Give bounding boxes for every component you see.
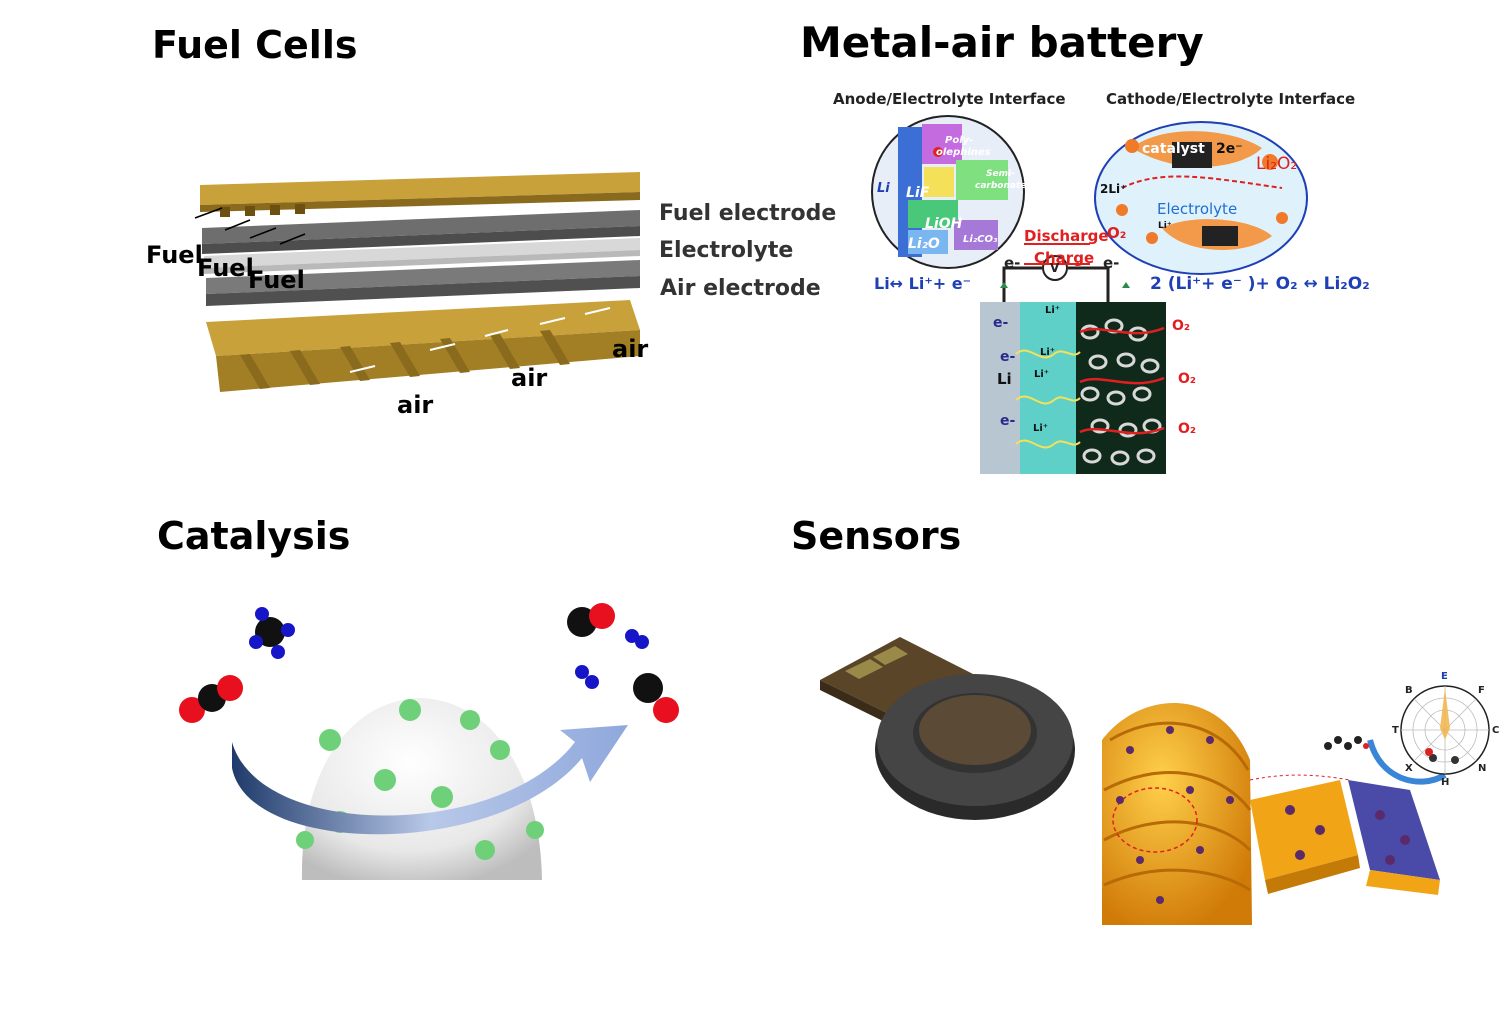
co2-molecule bbox=[179, 675, 243, 723]
anode-species-lif: LiF bbox=[906, 185, 930, 201]
compass-label-h: H bbox=[1441, 777, 1450, 788]
air-label-left: air bbox=[397, 391, 434, 419]
electrolyte-label: Electrolyte bbox=[659, 238, 794, 263]
anode-species-li2co3: Li₂CO₃ bbox=[963, 234, 998, 245]
compass-label-c: C bbox=[1492, 725, 1500, 736]
anode-species-poly: Poly- bbox=[945, 135, 974, 146]
selectivity-polar-plot bbox=[1400, 685, 1490, 775]
compass-label-n: N bbox=[1478, 763, 1487, 774]
anode-interface-heading: Anode/Electrolyte Interface bbox=[833, 90, 1066, 108]
purple-nanosheet bbox=[1348, 780, 1440, 880]
compass-label-f: F bbox=[1478, 685, 1485, 696]
anode-species-carbonates: carbonates bbox=[975, 181, 1032, 191]
sensor-device bbox=[820, 637, 1075, 820]
cell-li-ion-3: Li⁺ bbox=[1034, 369, 1050, 380]
electrolyte-layer bbox=[204, 238, 640, 268]
anode-species-li: Li bbox=[877, 181, 890, 196]
cell-electron-1: e- bbox=[993, 315, 1009, 331]
ammonia-molecule bbox=[249, 607, 295, 659]
discharge-label: Discharge bbox=[1024, 227, 1109, 245]
compass-label-t: T bbox=[1392, 725, 1399, 736]
orange-nanosheet bbox=[1250, 780, 1358, 880]
cell-o2-bottom: O₂ bbox=[1178, 421, 1197, 437]
anode-circuit-electron: e- bbox=[1004, 254, 1021, 272]
cell-li-ion-4: Li⁺ bbox=[1033, 423, 1049, 434]
n2-molecule-bottom bbox=[575, 665, 599, 689]
catalysis-title: Catalysis bbox=[157, 514, 351, 558]
anode-species-olephines: olephines bbox=[936, 147, 991, 158]
catalysis-illustration bbox=[179, 603, 679, 880]
fuel-label-1: Fuel bbox=[146, 241, 203, 269]
reaction-arrow bbox=[232, 725, 628, 835]
nanosphere bbox=[1102, 702, 1252, 925]
cathode-circuit-electron: e- bbox=[1103, 254, 1120, 272]
air-label-middle: air bbox=[511, 364, 548, 392]
anode-species-lioh: LiOH bbox=[925, 216, 963, 232]
cathode-species-li-ion: Li⁺ bbox=[1158, 221, 1172, 231]
anode-interface-circle bbox=[871, 115, 1025, 269]
fuel-electrode-layer bbox=[202, 210, 640, 244]
cathode-interface-heading: Cathode/Electrolyte Interface bbox=[1106, 90, 1356, 108]
compass-label-x: X bbox=[1405, 763, 1413, 774]
cathode-interface-ellipse bbox=[1094, 121, 1308, 275]
air-electrode-layer bbox=[206, 260, 640, 294]
cell-electron-2: e- bbox=[1000, 349, 1016, 365]
top-interconnect bbox=[200, 172, 640, 205]
external-circuit bbox=[1000, 243, 1130, 308]
fuel-label-2: Fuel bbox=[197, 254, 254, 282]
sensors-title: Sensors bbox=[791, 514, 962, 558]
fuel-electrode-label: Fuel electrode bbox=[659, 201, 837, 226]
catalyst-sphere bbox=[301, 698, 542, 880]
cathode-species-li2o2: Li₂O₂ bbox=[1256, 154, 1298, 174]
anode-species-semi: Semi- bbox=[986, 169, 1015, 179]
n2-molecule-top bbox=[625, 629, 649, 649]
cell-lithium-label: Li bbox=[997, 370, 1012, 388]
compass-label-b: B bbox=[1405, 685, 1413, 696]
anode-reaction: Li↔ Li⁺+ e⁻ bbox=[874, 274, 972, 293]
co-molecule-top bbox=[567, 603, 615, 637]
bottom-interconnect bbox=[206, 300, 640, 356]
cell-o2-middle: O₂ bbox=[1178, 371, 1197, 387]
cell-li-ion-1: Li⁺ bbox=[1045, 305, 1061, 316]
charge-label: Charge bbox=[1034, 249, 1095, 267]
fuel-cell-stack-diagram bbox=[194, 172, 660, 392]
cell-electron-3: e- bbox=[1000, 413, 1016, 429]
anode-species-li2o: Li₂O bbox=[908, 236, 940, 252]
cathode-species-catalyst: catalyst bbox=[1142, 141, 1205, 157]
cathode-species-2li: 2Li⁺ bbox=[1100, 182, 1127, 196]
cell-li-ion-2: Li⁺ bbox=[1040, 347, 1056, 358]
fuel-cells-title: Fuel Cells bbox=[152, 23, 358, 67]
battery-cell-cross-section bbox=[980, 302, 1166, 474]
fuel-label-3: Fuel bbox=[248, 266, 305, 294]
cathode-species-electrolyte: Electrolyte bbox=[1157, 200, 1238, 218]
metal-air-battery-title: Metal-air battery bbox=[800, 18, 1204, 67]
air-electrode-label: Air electrode bbox=[660, 276, 821, 301]
cell-o2-top: O₂ bbox=[1172, 318, 1191, 334]
cathode-species-2e: 2e⁻ bbox=[1216, 141, 1243, 157]
co-molecule-bottom bbox=[633, 673, 679, 723]
cathode-species-o2: O₂ bbox=[1107, 224, 1127, 242]
cathode-reaction: 2 (Li⁺+ e⁻ )+ O₂ ↔ Li₂O₂ bbox=[1150, 274, 1370, 294]
compass-label-e: E bbox=[1441, 671, 1448, 682]
nanostructure-illustration bbox=[1102, 702, 1447, 925]
air-label-right: air bbox=[612, 335, 649, 363]
voltmeter-label: V bbox=[1050, 261, 1060, 275]
